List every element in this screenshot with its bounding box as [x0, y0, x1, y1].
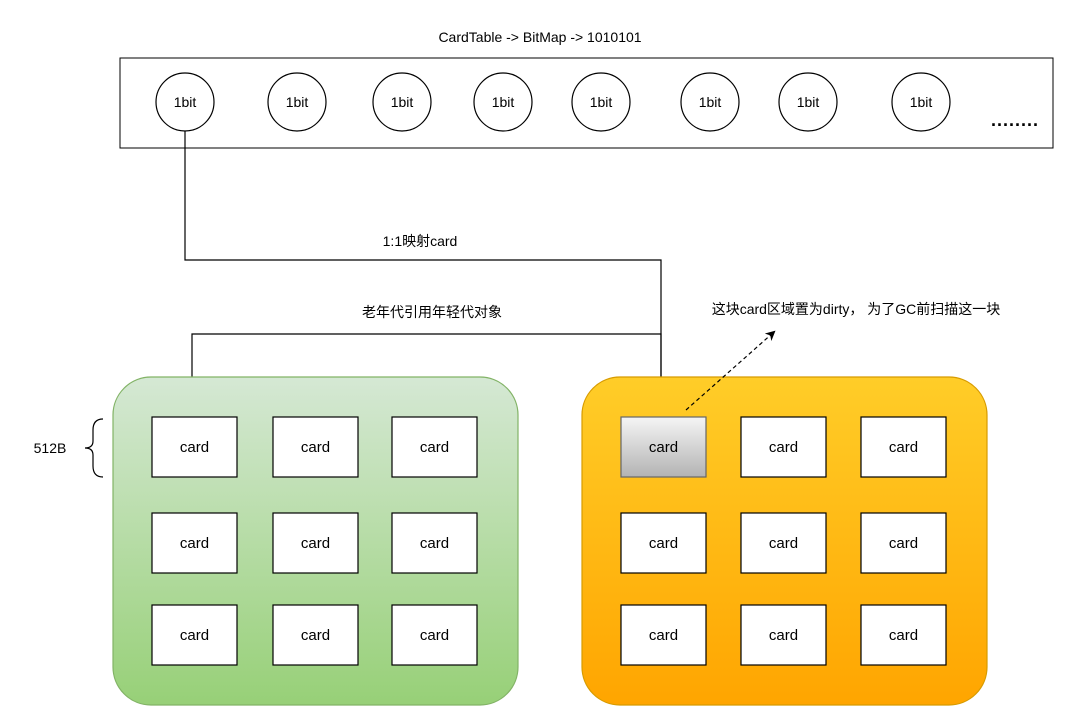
- old-ref-young-connector: [187, 333, 662, 416]
- old-ref-young-label: 老年代引用年轻代对象: [362, 304, 502, 320]
- old-card: card: [740, 512, 827, 574]
- card-label: card: [301, 627, 330, 644]
- card-label: card: [301, 439, 330, 456]
- young-card: card: [151, 604, 238, 666]
- card-label: card: [420, 535, 449, 552]
- young-card: card: [151, 512, 238, 574]
- card-box: [272, 416, 359, 478]
- young-card: card: [391, 512, 478, 574]
- bit-circle: [571, 72, 631, 132]
- card-box: [860, 416, 947, 478]
- card-box: [272, 512, 359, 574]
- bit-label: 1bit: [699, 94, 722, 110]
- dirty-note-label: 这块card区域置为dirty， 为了GC前扫描这一块: [712, 301, 1001, 317]
- card-label: card: [889, 535, 918, 552]
- card-box: [151, 416, 238, 478]
- card-label: card: [180, 535, 209, 552]
- old-card: card: [620, 512, 707, 574]
- card-size-label: 512B: [34, 440, 67, 456]
- card-label: card: [649, 439, 678, 456]
- card-box: [860, 512, 947, 574]
- young-card: card: [391, 416, 478, 478]
- card-label: card: [420, 627, 449, 644]
- young-card: card: [272, 416, 359, 478]
- bit-cell: 1bit: [372, 72, 432, 132]
- young-card: card: [391, 604, 478, 666]
- old-dirty-card: card: [620, 416, 707, 478]
- bit-cell: 1bit: [891, 72, 951, 132]
- card-box: [740, 416, 827, 478]
- dirty-note-connector: [685, 330, 776, 411]
- bit-label: 1bit: [391, 94, 414, 110]
- old-card: card: [740, 604, 827, 666]
- card-box: [740, 604, 827, 666]
- card-label: card: [769, 627, 798, 644]
- card-box: [860, 604, 947, 666]
- bit-cell: 1bit: [155, 72, 215, 132]
- card-size-brace: [84, 418, 104, 478]
- bit-circle: [372, 72, 432, 132]
- card-box: [391, 416, 478, 478]
- young-card: card: [272, 512, 359, 574]
- card-label: card: [889, 439, 918, 456]
- bitmap-ellipsis: ........: [991, 110, 1039, 130]
- card-box: [391, 512, 478, 574]
- card-box: [272, 604, 359, 666]
- card-box: [740, 512, 827, 574]
- mapping-label: 1:1映射card: [383, 233, 458, 249]
- bit-circle: [267, 72, 327, 132]
- old-card: card: [860, 416, 947, 478]
- bit-cells: 1bit 1bit 1bit 1bit 1bit 1bit 1bit 1bit: [155, 72, 951, 132]
- bit-circle: [891, 72, 951, 132]
- bit-label: 1bit: [910, 94, 933, 110]
- card-box: [620, 604, 707, 666]
- card-label: card: [301, 535, 330, 552]
- card-box: [620, 416, 707, 478]
- young-card: card: [151, 416, 238, 478]
- old-card: card: [740, 416, 827, 478]
- card-box: [151, 512, 238, 574]
- card-label: card: [180, 627, 209, 644]
- bit-circle: [778, 72, 838, 132]
- card-box: [391, 604, 478, 666]
- old-card: card: [860, 512, 947, 574]
- bit-cell: 1bit: [778, 72, 838, 132]
- card-label: card: [769, 439, 798, 456]
- bit-label: 1bit: [492, 94, 515, 110]
- card-label: card: [180, 439, 209, 456]
- bit-cell: 1bit: [680, 72, 740, 132]
- card-label: card: [649, 535, 678, 552]
- diagram-title: CardTable -> BitMap -> 1010101: [438, 29, 641, 45]
- bit-label: 1bit: [797, 94, 820, 110]
- bit-label: 1bit: [590, 94, 613, 110]
- card-label: card: [649, 627, 678, 644]
- bit-cell: 1bit: [571, 72, 631, 132]
- card-label: card: [769, 535, 798, 552]
- card-box: [151, 604, 238, 666]
- bit-cell: 1bit: [473, 72, 533, 132]
- bit-circle: [473, 72, 533, 132]
- bit-label: 1bit: [174, 94, 197, 110]
- card-label: card: [420, 439, 449, 456]
- card-box: [620, 512, 707, 574]
- old-card-grid: card card card card card card card card card: [620, 416, 947, 666]
- old-card: card: [620, 604, 707, 666]
- bit-label: 1bit: [286, 94, 309, 110]
- bit-circle: [680, 72, 740, 132]
- card-label: card: [889, 627, 918, 644]
- young-card-grid: card card card card card card card card card: [151, 416, 478, 666]
- bit-cell: 1bit: [267, 72, 327, 132]
- old-card: card: [860, 604, 947, 666]
- young-card: card: [272, 604, 359, 666]
- mapping-connector: [184, 131, 666, 416]
